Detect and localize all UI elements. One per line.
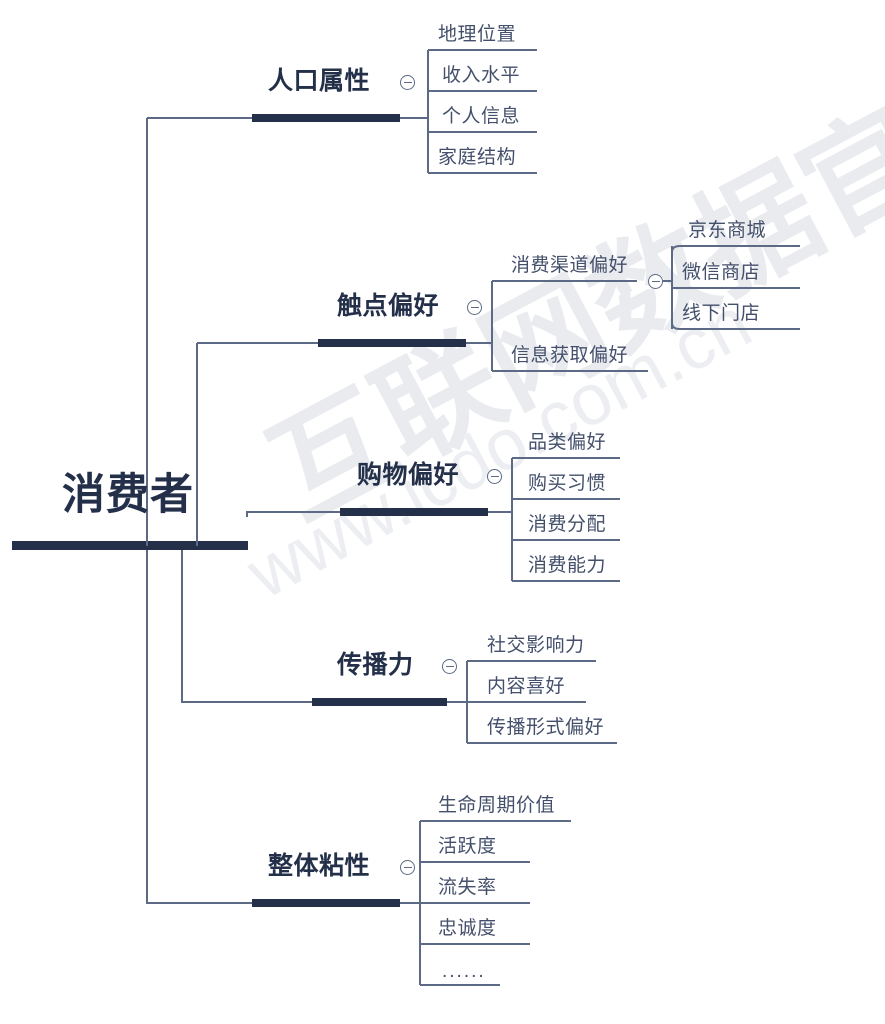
branch-bar-demographics (252, 114, 400, 122)
leaf-label-spread-form-preference[interactable]: 传播形式偏好 (487, 717, 605, 738)
root-connector-spread (181, 550, 312, 703)
branch-label-spread[interactable]: 传播力 (337, 651, 414, 679)
root-connector-shopping (246, 511, 340, 517)
leaf-label-churn-rate[interactable]: 流失率 (438, 877, 497, 898)
collapse-toggle-channel-preference[interactable] (648, 274, 663, 289)
leaf-label-category-preference[interactable]: 品类偏好 (528, 432, 607, 453)
collapse-toggle-demographics[interactable] (400, 75, 415, 90)
collapse-toggle-touchpoint[interactable] (467, 300, 482, 315)
leaf-label-jd-mall[interactable]: 京东商城 (688, 220, 767, 241)
collapse-toggle-spread[interactable] (442, 659, 457, 674)
leaf-label-geo-location[interactable]: 地理位置 (438, 24, 517, 45)
leaf-label-activity[interactable]: 活跃度 (438, 836, 497, 857)
branch-label-demographics[interactable]: 人口属性 (268, 67, 371, 95)
watermark-url-text: www.icdo.com.cn (234, 282, 764, 614)
branch-label-shopping[interactable]: 购物偏好 (357, 461, 460, 489)
leaf-label-income-level[interactable]: 收入水平 (442, 65, 521, 86)
leaf-label-loyalty[interactable]: 忠诚度 (438, 918, 497, 939)
leaf-label-spend-allocation[interactable]: 消费分配 (528, 514, 607, 535)
branch-bar-stickiness (252, 899, 400, 907)
leaf-label-content-preference[interactable]: 内容喜好 (487, 676, 566, 697)
leaf-label-purchase-habit[interactable]: 购买习惯 (528, 473, 607, 494)
leaf-label-channel-preference[interactable]: 消费渠道偏好 (511, 255, 629, 276)
leaf-rule (671, 245, 800, 253)
leaf-label-social-influence[interactable]: 社交影响力 (487, 635, 585, 656)
leaf-label-wechat-store[interactable]: 微信商店 (682, 262, 761, 283)
branch-label-stickiness[interactable]: 整体粘性 (268, 852, 371, 880)
leaf-label-offline-store[interactable]: 线下门店 (682, 303, 761, 324)
collapse-toggle-shopping[interactable] (487, 469, 502, 484)
root-node-label[interactable]: 消费者 (62, 471, 194, 519)
root-underline-bar (12, 541, 248, 550)
leaf-label-ellipsis[interactable]: ...... (442, 961, 486, 982)
leaf-label-spend-capacity[interactable]: 消费能力 (528, 555, 607, 576)
branch-label-touchpoint[interactable]: 触点偏好 (337, 292, 440, 320)
branch-bar-spread (312, 698, 447, 706)
root-connector-stickiness (146, 550, 252, 904)
leaf-label-personal-info[interactable]: 个人信息 (442, 106, 521, 127)
branch-bar-touchpoint (318, 339, 466, 347)
collapse-toggle-stickiness[interactable] (400, 860, 415, 875)
branch-bar-shopping (340, 508, 488, 516)
leaf-label-info-preference[interactable]: 信息获取偏好 (511, 345, 629, 366)
leaf-label-family-structure[interactable]: 家庭结构 (438, 147, 517, 168)
leaf-label-lifecycle-value[interactable]: 生命周期价值 (438, 795, 556, 816)
